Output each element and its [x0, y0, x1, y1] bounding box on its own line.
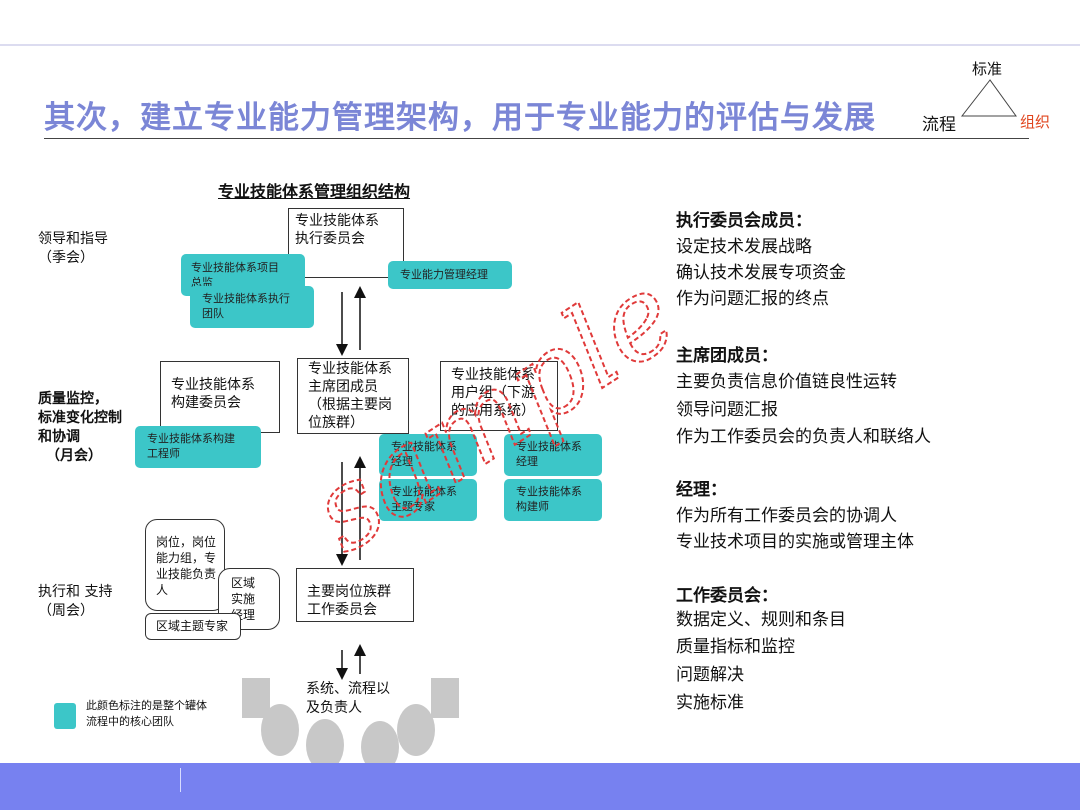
right-item: 作为所有工作委员会的协调人: [676, 501, 897, 526]
right-head-chair: 主席团成员：: [676, 341, 778, 366]
right-head-manager: 经理：: [676, 475, 727, 500]
right-head-exec: 执行委员会成员：: [676, 206, 812, 231]
right-item: 主要负责信息价值链良性运转: [676, 367, 897, 392]
manager-team-1: 专业技能体系 经理: [379, 434, 477, 476]
build-committee-box: 专业技能体系 构建委员会: [160, 361, 280, 433]
position-box: 岗位，岗位 能力组，专 业技能负责 人: [145, 519, 225, 611]
right-item: 质量指标和监控: [676, 632, 795, 657]
right-item: 数据定义、规则和条目: [676, 605, 846, 630]
exec-committee-box: 专业技能体系 执行委员会: [288, 208, 404, 278]
footer-divider: [180, 768, 181, 792]
expert-team: 专业技能体系 主题专家: [379, 479, 477, 521]
architect-team: 专业技能体系 构建师: [504, 479, 602, 521]
systems-label: 系统、流程以 及负责人: [306, 680, 390, 718]
legend-swatch: [54, 703, 76, 729]
right-item: 领导问题汇报: [676, 395, 778, 420]
exec-team: 专业技能体系执行 团队: [190, 286, 314, 328]
chair-group-box: 专业技能体系 主席团成员 （根据主要岗 位族群）: [297, 358, 409, 434]
right-item: 作为工作委员会的负责人和联络人: [676, 422, 931, 447]
build-engineer-team: 专业技能体系构建 工程师: [135, 426, 261, 468]
right-item: 确认技术发展专项资金: [676, 258, 846, 283]
right-item: 实施标准: [676, 688, 744, 713]
right-item: 问题解决: [676, 660, 744, 685]
manager-team-2: 专业技能体系 经理: [504, 434, 602, 476]
footer-bar: [0, 763, 1080, 810]
right-item: 作为问题汇报的终点: [676, 284, 829, 309]
area-expert-box: 区域主题专家: [145, 613, 241, 640]
legend-text: 此颜色标注的是整个罐体 流程中的核心团队: [86, 698, 207, 730]
user-group-box: 专业技能体系 用户组（下游 的应用系统）: [440, 361, 558, 431]
capability-manager-team: 专业能力管理经理: [388, 261, 512, 289]
right-item: 专业技术项目的实施或管理主体: [676, 527, 914, 552]
right-item: 设定技术发展战略: [676, 232, 812, 257]
right-head-work: 工作委员会：: [676, 581, 778, 606]
work-committee-box: 主要岗位族群 工作委员会: [296, 568, 414, 622]
